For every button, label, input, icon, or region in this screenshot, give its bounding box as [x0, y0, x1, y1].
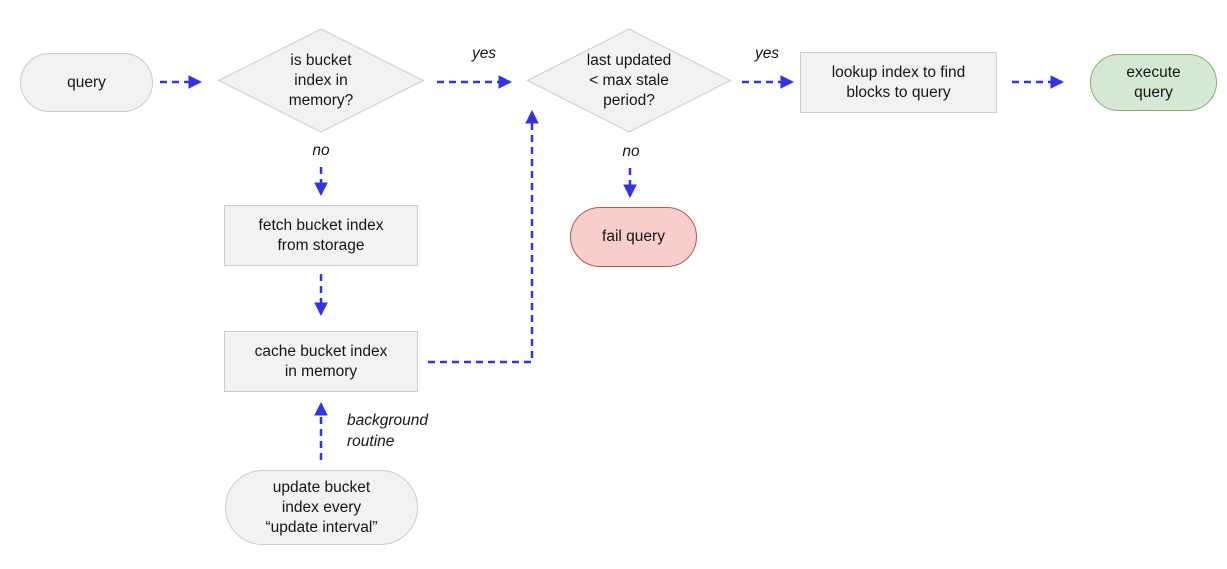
node-stale-check: last updated < max stale period? [526, 28, 732, 133]
node-memory-check: is bucket index in memory? [217, 28, 425, 133]
node-cache-bucket-index: cache bucket index in memory [224, 331, 418, 392]
node-query-label: query [67, 73, 106, 91]
node-fail-query: fail query [570, 207, 697, 267]
node-stale-check-label: last updated < max stale period? [586, 51, 672, 109]
edge-label-stale-yes: yes [754, 45, 780, 62]
diamond-shape [526, 28, 732, 133]
node-update-bucket-index: update bucket index every “update interv… [225, 470, 418, 545]
edge-label-memory-no: no [312, 142, 330, 159]
node-cache-bucket-index-label: cache bucket index in memory [254, 342, 388, 380]
node-update-bucket-index-label: update bucket index every “update interv… [265, 478, 378, 536]
node-execute-query-label: execute query [1126, 63, 1181, 101]
node-fetch-bucket-index: fetch bucket index from storage [224, 205, 418, 266]
edge-label-background-routine: background routine [347, 412, 429, 450]
node-fetch-bucket-index-label: fetch bucket index from storage [258, 216, 384, 254]
node-query: query [20, 53, 153, 112]
node-memory-check-label: is bucket index in memory? [288, 51, 354, 109]
diamond-shape [217, 28, 425, 133]
node-execute-query: execute query [1090, 54, 1217, 111]
edge-cache-to-stale-check [428, 109, 539, 364]
edge-label-memory-yes: yes [471, 45, 497, 62]
edge-label-stale-no: no [622, 143, 640, 160]
node-lookup-index-label: lookup index to find blocks to query [831, 63, 966, 101]
node-fail-query-label: fail query [602, 228, 665, 245]
node-lookup-index: lookup index to find blocks to query [800, 52, 997, 113]
